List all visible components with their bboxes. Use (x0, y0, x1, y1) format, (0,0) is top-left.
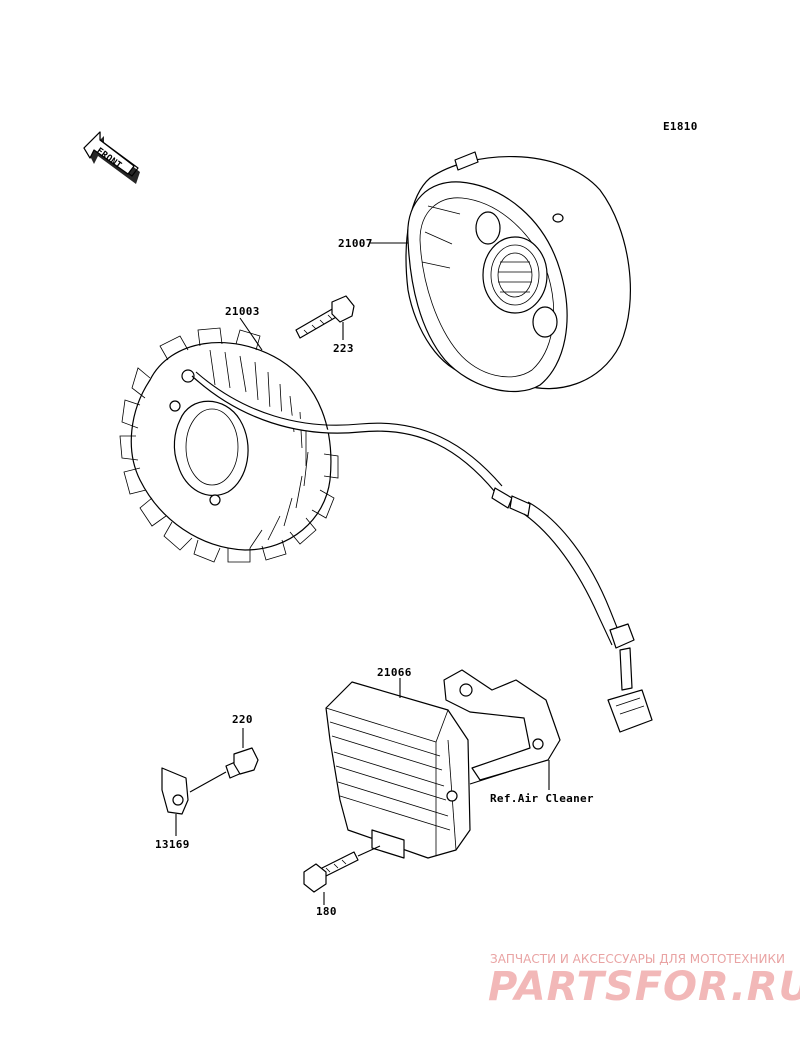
reference-air-cleaner: Ref.Air Cleaner (490, 792, 594, 805)
stator-bolt (295, 295, 355, 339)
watermark-logo: PARTSFOR.RU (488, 964, 800, 1010)
diagram-code: E1810 (663, 120, 698, 133)
watermark-tagline: ЗАПЧАСТИ И АКСЕССУАРЫ ДЛЯ МОТОТЕХНИКИ (490, 952, 785, 966)
callout-regulator-bolt: 180 (316, 905, 337, 918)
callout-flywheel: 21007 (338, 237, 373, 250)
regulator-rectifier (325, 681, 471, 859)
bracket-bolt (225, 747, 259, 779)
callout-clamp: 13169 (155, 838, 190, 851)
clamp (161, 767, 189, 815)
flywheel-rotor (405, 151, 632, 393)
callout-stator-bolt: 223 (333, 342, 354, 355)
regulator-bolt (303, 851, 359, 893)
stator (119, 327, 339, 563)
callout-regulator: 21066 (377, 666, 412, 679)
front-arrow-icon: FRONT (83, 131, 140, 184)
callout-stator: 21003 (225, 305, 260, 318)
stator-wire (191, 371, 653, 733)
callout-bracket-bolt: 220 (232, 713, 253, 726)
